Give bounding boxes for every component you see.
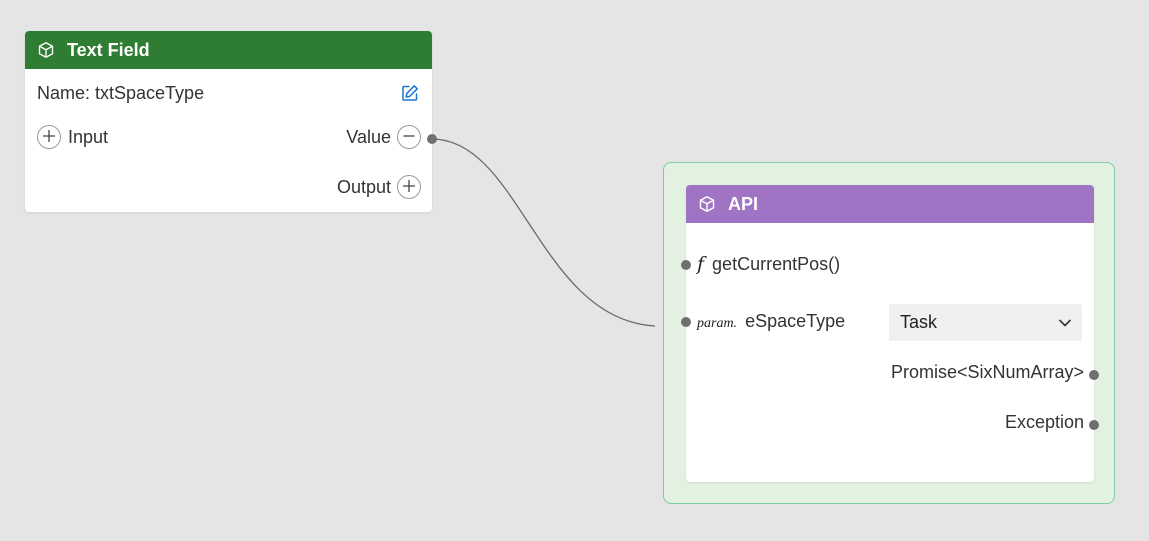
param-row: param. eSpaceType bbox=[697, 311, 845, 332]
input-row: Input bbox=[37, 125, 108, 149]
edit-icon[interactable] bbox=[401, 84, 419, 102]
function-row: f getCurrentPos() bbox=[697, 253, 840, 275]
param-label: eSpaceType bbox=[745, 311, 846, 331]
exception-label: Exception bbox=[1004, 412, 1084, 432]
plus-icon bbox=[402, 177, 416, 198]
value-row: Value bbox=[346, 125, 421, 149]
param-input-port[interactable] bbox=[681, 317, 691, 327]
output-label: Output bbox=[336, 176, 391, 197]
promise-output-port[interactable] bbox=[1089, 370, 1099, 380]
minus-icon bbox=[402, 127, 416, 148]
promise-label: Promise<SixNumArray> bbox=[890, 362, 1084, 382]
api-node-title: API bbox=[728, 193, 759, 214]
value-to-param-wire[interactable] bbox=[431, 138, 656, 327]
value-output-port[interactable] bbox=[427, 134, 437, 144]
function-glyph: f bbox=[697, 253, 705, 275]
api-node-header[interactable]: API bbox=[686, 185, 1094, 223]
text-field-node-header[interactable]: Text Field bbox=[25, 31, 432, 69]
param-glyph: param. bbox=[697, 315, 738, 331]
output-row: Output bbox=[337, 175, 421, 199]
exception-row: Exception bbox=[1005, 412, 1084, 433]
input-label: Input bbox=[68, 126, 109, 147]
cube-icon bbox=[698, 195, 716, 213]
chevron-down-icon bbox=[1058, 312, 1072, 333]
name-label: Name: txtSpaceType bbox=[37, 83, 205, 103]
value-remove-button[interactable] bbox=[397, 125, 421, 149]
text-field-node[interactable]: Text Field Name: txtSpaceType Input Valu… bbox=[25, 31, 432, 212]
promise-row: Promise<SixNumArray> bbox=[891, 362, 1084, 383]
exception-output-port[interactable] bbox=[1089, 420, 1099, 430]
cube-icon bbox=[37, 41, 55, 59]
espacetype-select[interactable]: Task bbox=[889, 304, 1082, 341]
input-add-button[interactable] bbox=[37, 125, 61, 149]
function-input-port[interactable] bbox=[681, 260, 691, 270]
text-field-node-title: Text Field bbox=[67, 39, 150, 60]
function-label: getCurrentPos() bbox=[712, 253, 841, 274]
output-add-button[interactable] bbox=[397, 175, 421, 199]
plus-icon bbox=[42, 127, 56, 148]
value-label: Value bbox=[346, 126, 391, 147]
name-row: Name: txtSpaceType bbox=[37, 83, 204, 104]
espacetype-selected-value: Task bbox=[900, 312, 938, 332]
